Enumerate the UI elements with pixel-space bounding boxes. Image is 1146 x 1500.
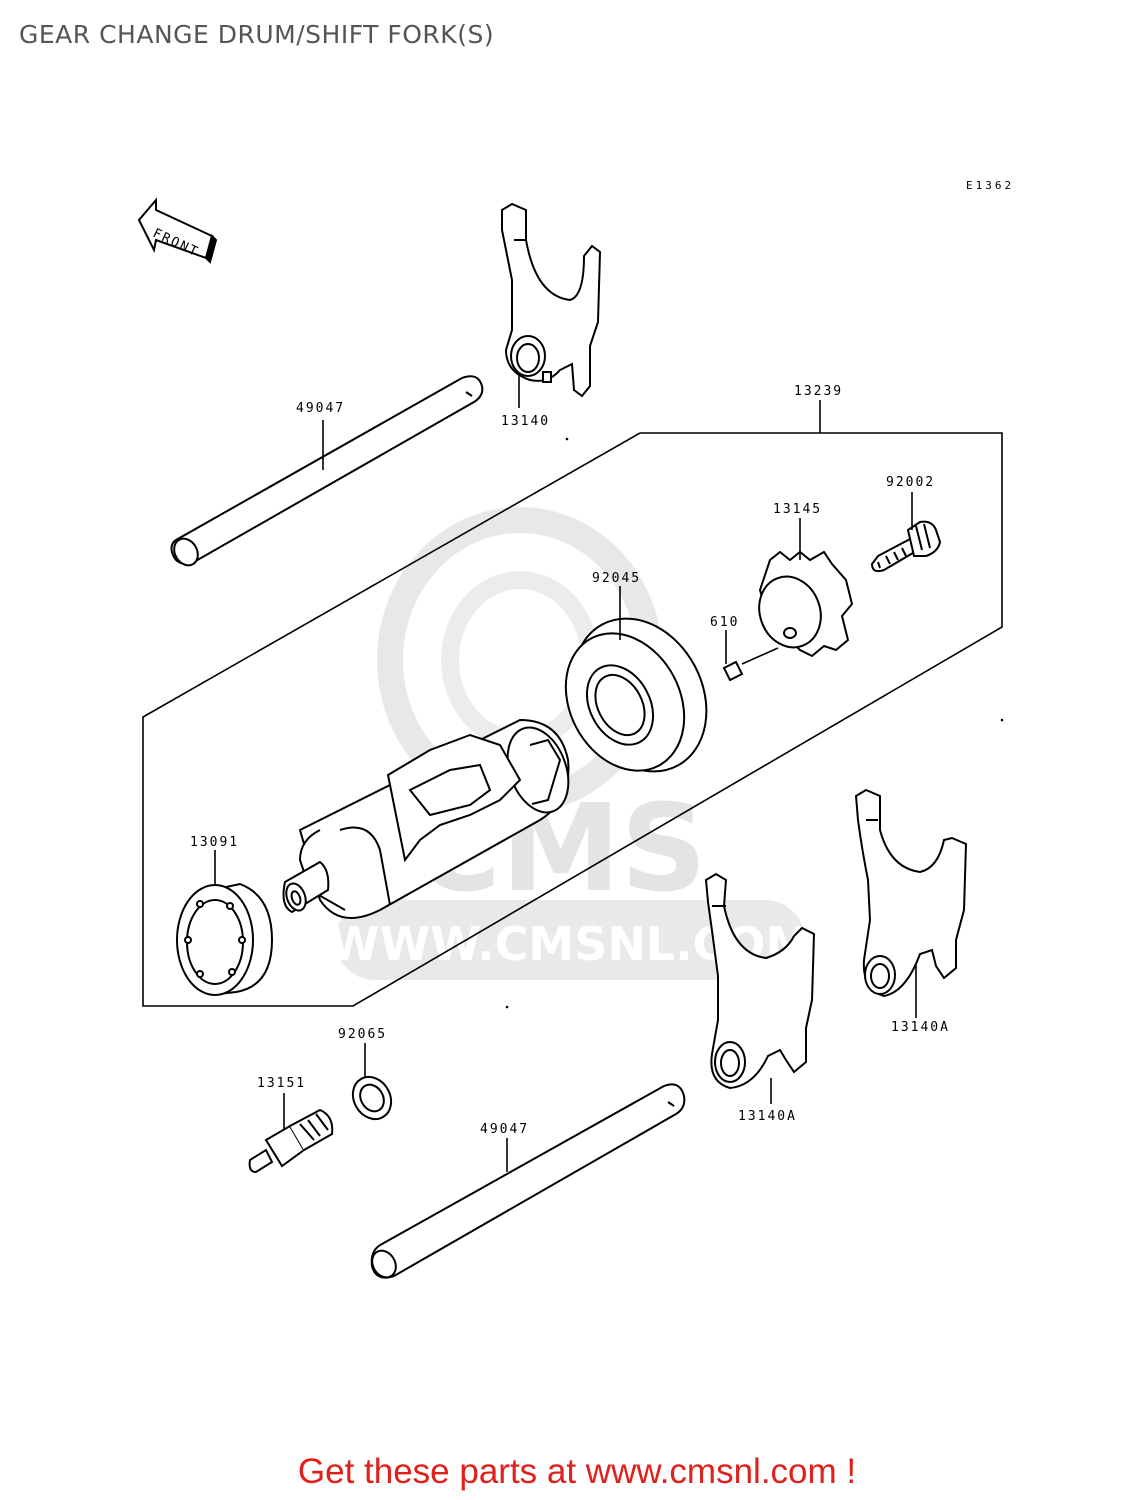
gear-change-drum — [282, 718, 570, 919]
label-shaft-lower: 49047 — [480, 1122, 529, 1137]
neutral-switch — [248, 1108, 334, 1174]
promo-link[interactable]: Get these parts at www.cmsnl.com ! — [0, 1452, 1146, 1492]
label-fork-upper: 13140 — [501, 414, 550, 429]
assembly-outline — [142, 432, 1003, 1007]
pin — [722, 660, 744, 682]
bearing-upper — [564, 617, 708, 773]
label-drum-assy: 13239 — [794, 384, 843, 399]
dot — [565, 437, 569, 441]
label-fork-right: 13140A — [891, 1020, 950, 1035]
diagram-ref: E1362 — [966, 179, 1014, 192]
label-bearing-lower: 13091 — [190, 835, 239, 850]
cms-watermark: CMS WWW.CMSNL.COM — [329, 507, 811, 980]
washer — [351, 1075, 393, 1121]
label-shaft-upper: 49047 — [296, 401, 345, 416]
label-screw: 92002 — [886, 475, 935, 490]
label-plate: 13145 — [773, 502, 822, 517]
promo-text[interactable]: Get these parts at www.cmsnl.com ! — [297, 1452, 857, 1491]
label-bearing-upper: 92045 — [592, 571, 641, 586]
leader-lines — [214, 374, 917, 1172]
fork-upper — [501, 202, 602, 398]
shaft-lower — [370, 1083, 686, 1279]
label-fork-middle: 13140A — [738, 1109, 797, 1124]
page-title: GEAR CHANGE DRUM/SHIFT FORK(S) — [19, 20, 495, 49]
label-pin: 610 — [710, 615, 739, 630]
front-arrow-icon: FRONT — [137, 197, 218, 264]
label-switch: 13151 — [257, 1076, 306, 1091]
fork-middle — [704, 872, 816, 1090]
dot — [1000, 718, 1004, 722]
screw — [870, 520, 942, 573]
shaft-upper — [170, 375, 484, 567]
dot — [505, 1005, 509, 1009]
bearing-lower — [176, 882, 274, 996]
label-washer: 92065 — [338, 1027, 387, 1042]
fork-right — [854, 788, 968, 998]
drum-plate — [758, 550, 854, 658]
